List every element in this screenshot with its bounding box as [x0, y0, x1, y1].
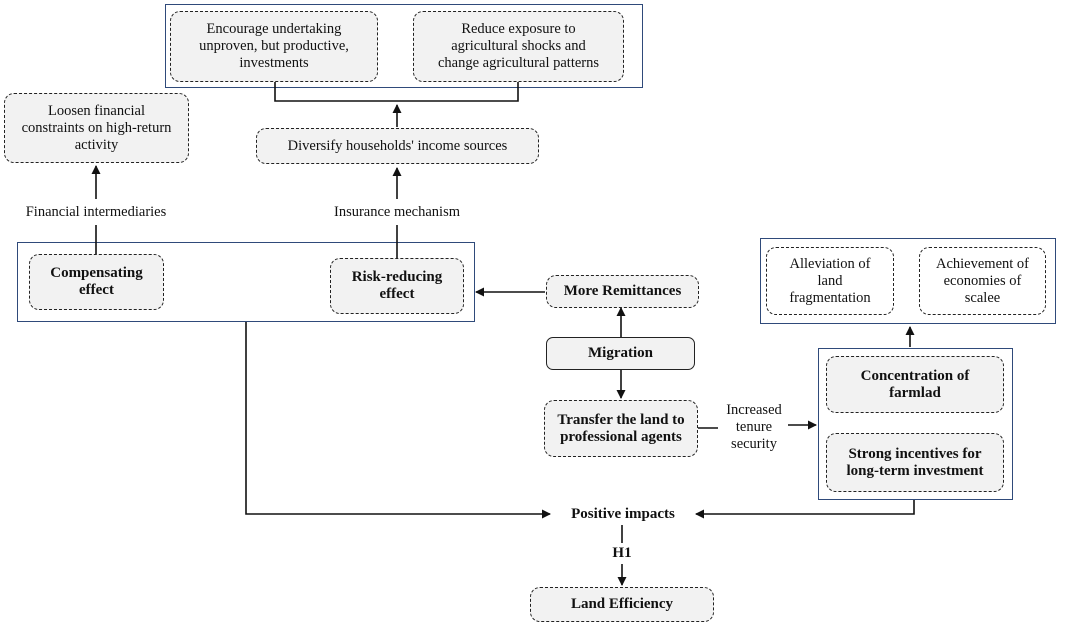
bracket-encourage	[274, 82, 519, 102]
node-loosen-constraints: Loosen financial constraints on high-ret…	[4, 93, 189, 163]
label-insurance-mechanism: Insurance mechanism	[333, 204, 461, 220]
label-increased-tenure-security: Increased tenure security	[726, 402, 782, 452]
node-more-remittances: More Remittances	[546, 275, 699, 308]
label-h1: H1	[612, 545, 632, 561]
node-diversify-income: Diversify households' income sources	[256, 128, 539, 164]
arrow-land-effects-to-positive	[695, 500, 915, 519]
node-long-term-incentives: Strong incentives for long-term investme…	[826, 433, 1004, 492]
node-alleviation-fragmentation: Alleviation of land fragmentation	[766, 247, 894, 315]
node-land-efficiency: Land Efficiency	[530, 587, 714, 622]
node-migration: Migration	[546, 337, 695, 370]
label-positive-impacts: Positive impacts	[571, 506, 675, 522]
label-financial-intermediaries: Financial intermediaries	[25, 204, 167, 220]
arrow-effects-to-positive	[245, 322, 551, 519]
node-transfer-land: Transfer the land to professional agents	[544, 400, 698, 457]
node-encourage-investments: Encourage undertaking unproven, but prod…	[170, 11, 378, 82]
node-economies-of-scale: Achievement of economies of scalee	[919, 247, 1046, 315]
node-risk-reducing-effect: Risk-reducing effect	[330, 258, 464, 314]
node-compensating-effect: Compensating effect	[29, 254, 164, 310]
node-concentration-farmland: Concentration of farmlad	[826, 356, 1004, 413]
node-reduce-exposure: Reduce exposure to agricultural shocks a…	[413, 11, 624, 82]
